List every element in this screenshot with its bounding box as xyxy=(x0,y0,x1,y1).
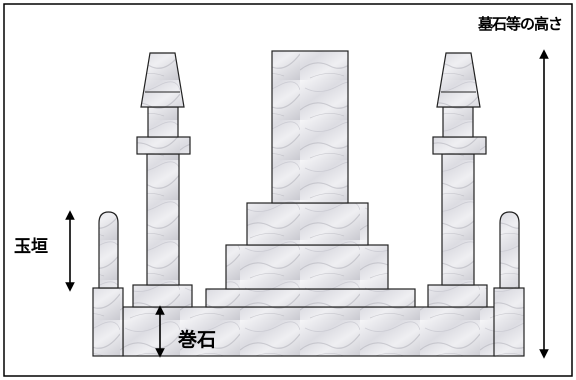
main-tombstone xyxy=(205,50,416,308)
right-end-post xyxy=(493,287,525,357)
left-end-post xyxy=(92,287,124,357)
makiishi-label: 巻石 xyxy=(178,329,217,351)
outer-frame xyxy=(3,3,573,377)
left-lantern xyxy=(132,52,193,308)
right-lantern xyxy=(427,52,488,308)
tamagaki-label: 玉垣 xyxy=(14,237,48,257)
right-tamagaki-post xyxy=(499,211,520,289)
total-height-label: 墓石等の高さ xyxy=(477,15,563,33)
left-tamagaki-post xyxy=(98,211,119,289)
